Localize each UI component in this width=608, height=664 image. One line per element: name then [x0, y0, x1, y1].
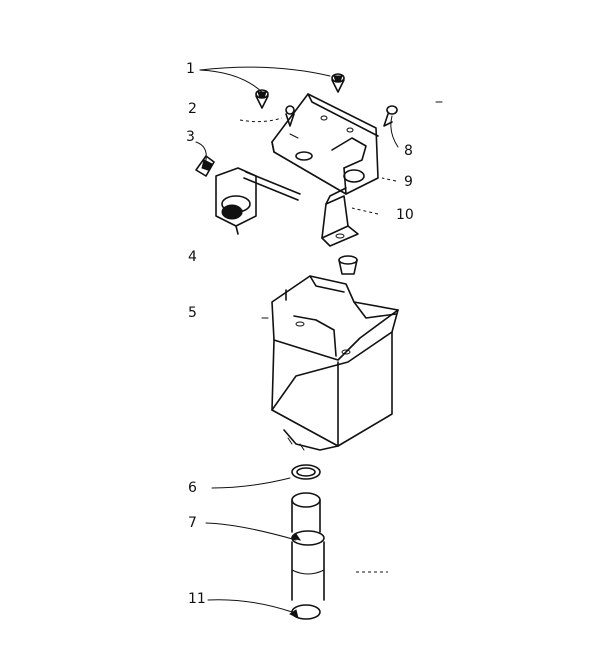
part-4-grommet	[338, 255, 358, 275]
callout-1: 1	[186, 61, 195, 77]
rod	[243, 171, 301, 201]
part-5-tank	[261, 275, 399, 451]
leader-lines	[195, 66, 443, 613]
lower-tube	[291, 541, 325, 601]
upper-tube	[291, 492, 321, 533]
solenoid-coil	[215, 167, 257, 235]
part-6-ring	[291, 464, 321, 480]
callout-6: 6	[188, 480, 197, 496]
part-10-tab	[321, 187, 359, 247]
callout-5: 5	[188, 305, 197, 321]
callout-11: 11	[188, 591, 206, 607]
part-1-screw-right	[331, 73, 345, 93]
part-11-clamp	[289, 604, 321, 620]
callout-10: 10	[396, 207, 414, 223]
part-7-clamp	[291, 530, 325, 546]
callout-2: 2	[188, 101, 197, 117]
callout-8: 8	[404, 143, 413, 159]
part-3-clip	[195, 155, 215, 177]
callout-4: 4	[188, 249, 197, 265]
part-8-screw	[383, 105, 398, 127]
callout-9: 9	[404, 174, 413, 190]
callout-7: 7	[188, 515, 197, 531]
part-9-bracket	[271, 93, 379, 195]
part-1-screw-left	[255, 89, 269, 109]
part-2-screw	[285, 105, 295, 127]
callout-3: 3	[186, 129, 195, 145]
